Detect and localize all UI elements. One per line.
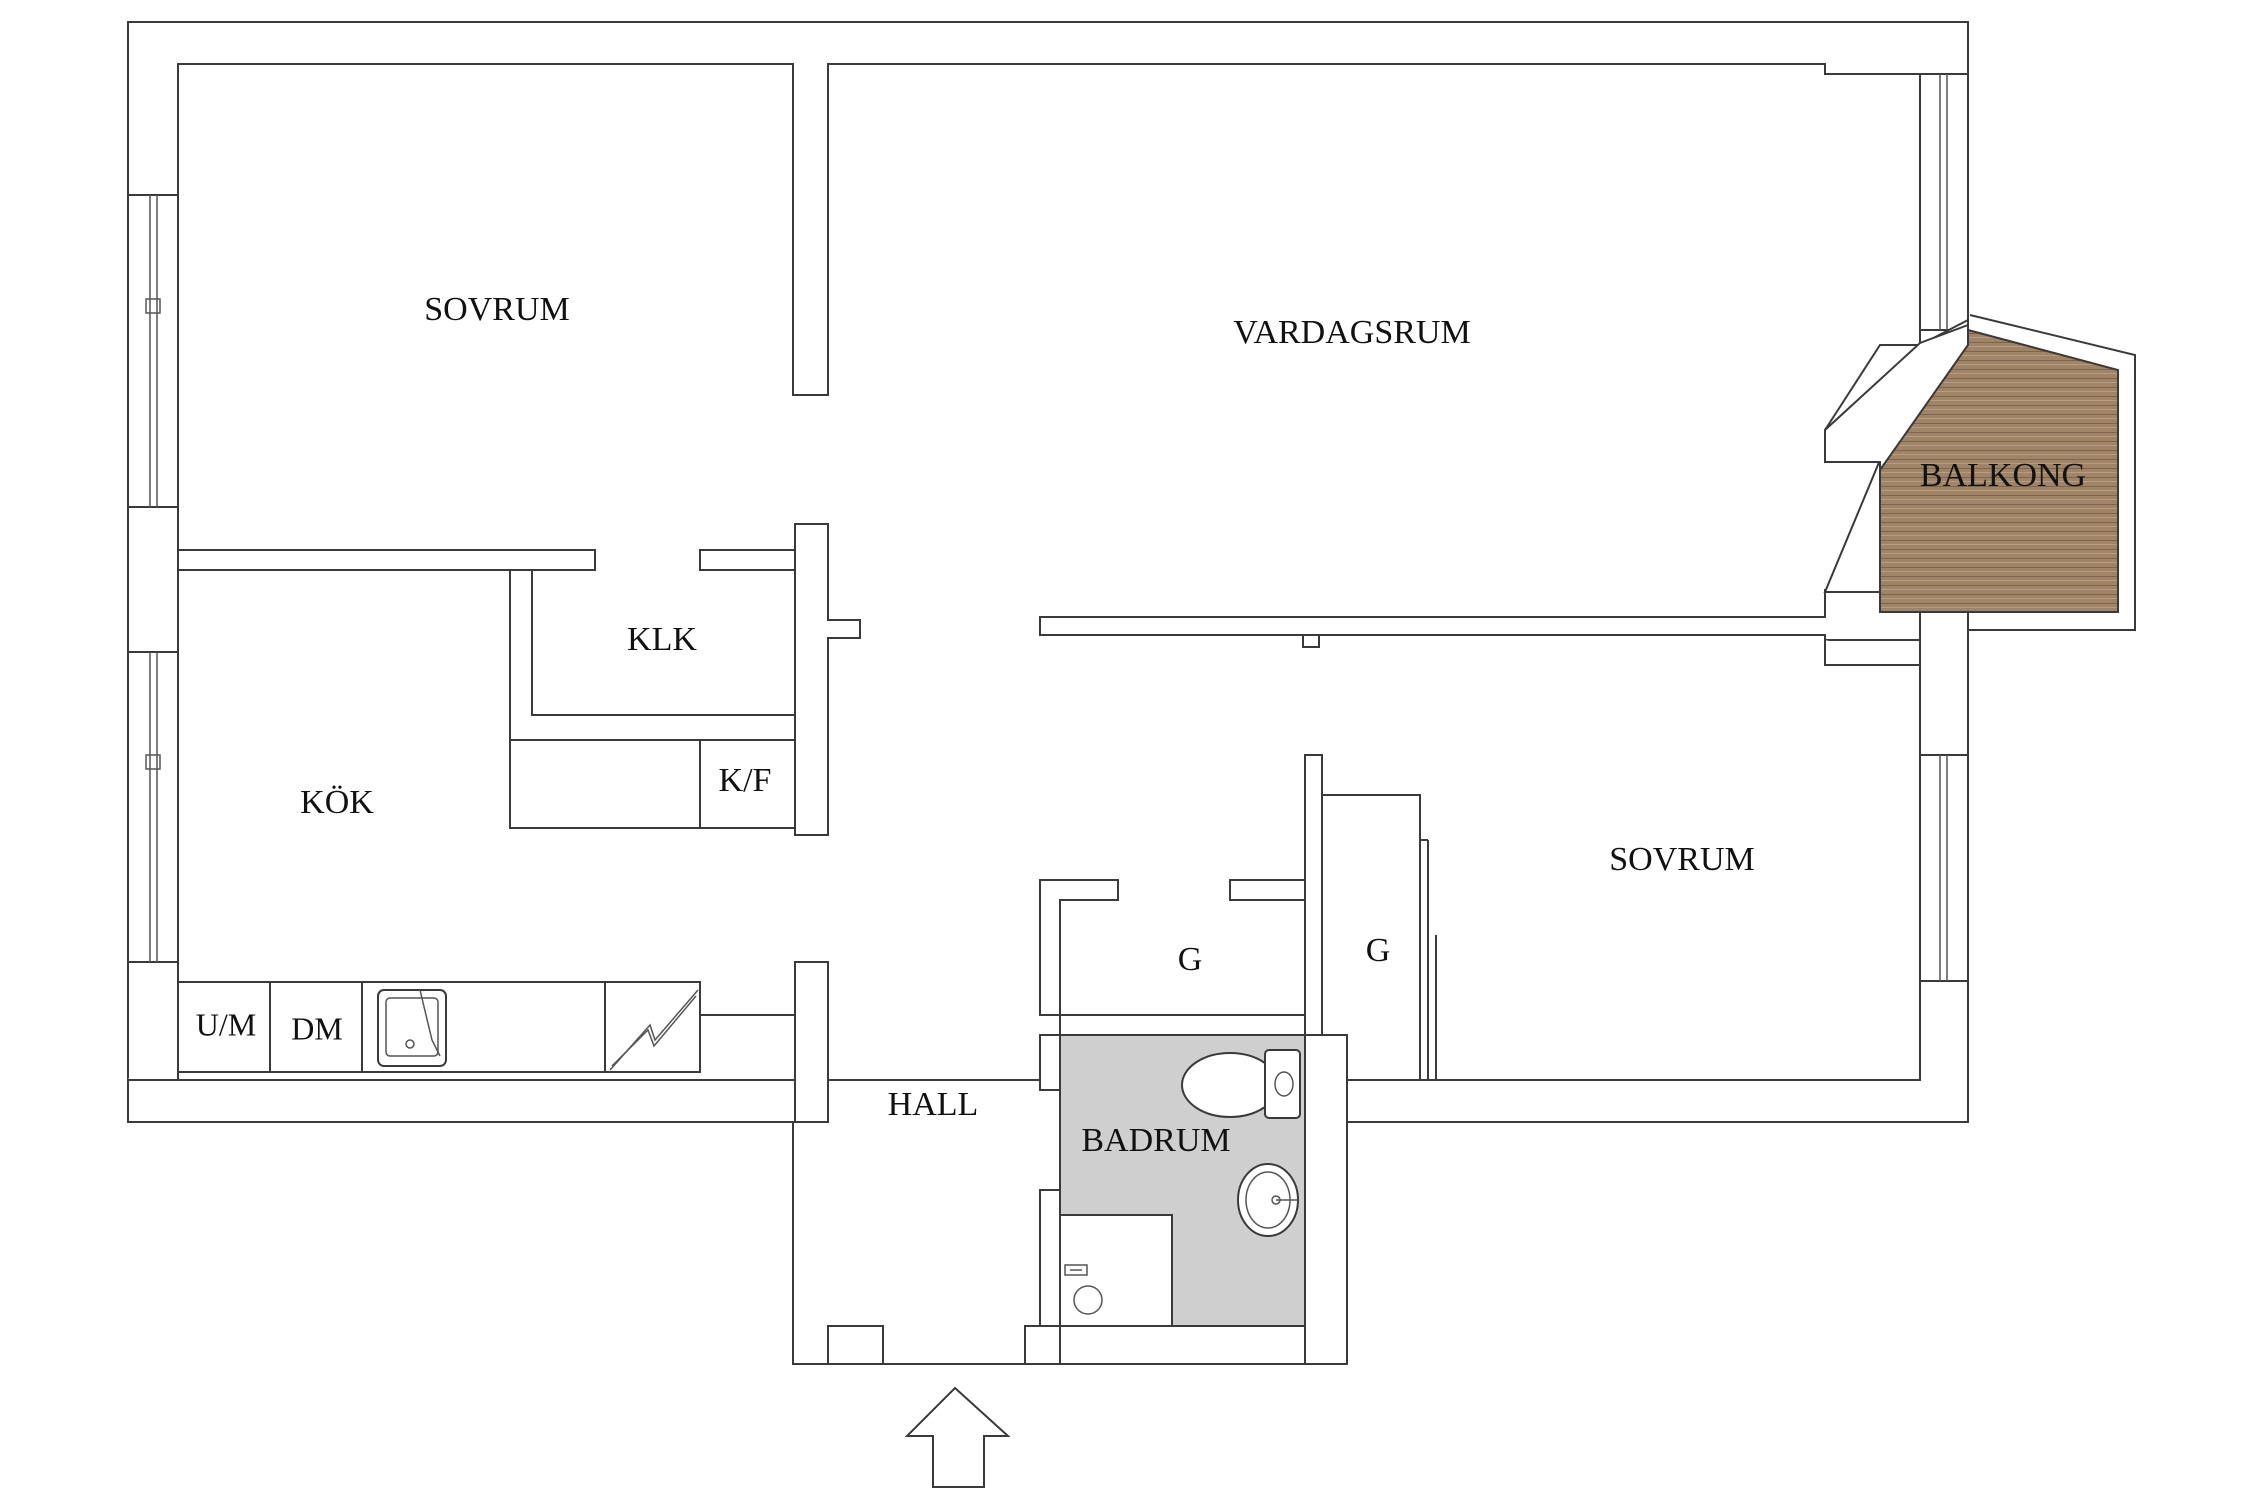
toilet-icon [1181, 1049, 1301, 1119]
wash-basin-icon [1237, 1163, 1299, 1237]
window-right-top [1919, 73, 1969, 331]
label-living-room: VARDAGSRUM [1233, 314, 1470, 351]
window-right-bottom [1919, 754, 1969, 982]
label-bedroom-2: SOVRUM [1609, 841, 1754, 878]
window-left-top [127, 194, 179, 508]
shower-icon [1064, 1264, 1103, 1315]
label-wardrobe-1: G [1178, 941, 1203, 978]
label-dishwasher: DM [291, 1010, 343, 1046]
outer-walls [127, 21, 1969, 1365]
interior-walls [128, 523, 1921, 1365]
label-kitchen: KÖK [300, 784, 374, 821]
label-fridge-freezer: K/F [719, 762, 772, 799]
entrance-arrow-icon [904, 1386, 1011, 1488]
label-microwave: U/M [196, 1006, 256, 1042]
label-bedroom-1: SOVRUM [424, 291, 569, 328]
window-left-bottom [127, 651, 179, 963]
label-bathroom: BADRUM [1081, 1122, 1230, 1159]
label-balcony: BALKONG [1920, 457, 2086, 494]
stove-icon [609, 989, 699, 1071]
label-hall: HALL [888, 1086, 979, 1123]
kitchen-sink-icon [377, 989, 447, 1067]
label-closet: KLK [627, 621, 697, 658]
balcony [1824, 314, 2136, 631]
label-wardrobe-2: G [1366, 932, 1391, 969]
